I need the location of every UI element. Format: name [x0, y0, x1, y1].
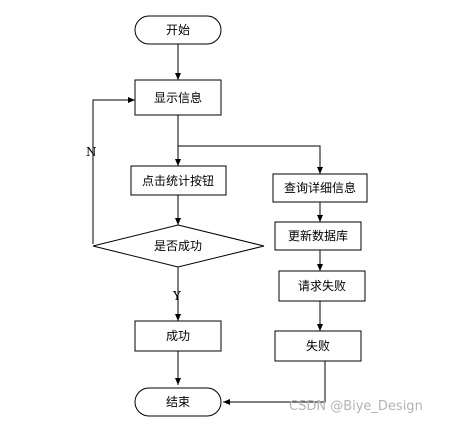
end-node: 结束 [134, 387, 222, 417]
start-node: 开始 [134, 15, 222, 45]
edges [92, 44, 326, 405]
no-branch-label: N [86, 145, 97, 159]
end-label: 结束 [166, 395, 190, 409]
success-node: 成功 [134, 320, 222, 352]
click-stats-label: 点击统计按钮 [142, 173, 214, 188]
decision-label: 是否成功 [154, 239, 202, 253]
click-stats-node: 点击统计按钮 [130, 165, 227, 196]
request-fail-node: 请求失败 [278, 270, 366, 302]
fail-node: 失败 [274, 330, 362, 362]
show-info-label: 显示信息 [154, 90, 202, 105]
request-fail-label: 请求失败 [298, 278, 346, 293]
success-label: 成功 [166, 329, 190, 343]
query-detail-label: 查询详细信息 [284, 180, 356, 195]
watermark: CSDN @Biye_Design [289, 399, 423, 414]
edge-show-to-query [178, 145, 323, 174]
edge-decision-no-loop [92, 97, 135, 244]
yes-branch-label: Y [172, 289, 182, 303]
update-db-node: 更新数据库 [274, 221, 362, 251]
start-label: 开始 [166, 23, 190, 37]
query-detail-node: 查询详细信息 [272, 173, 368, 203]
show-info-node: 显示信息 [134, 79, 222, 116]
decision-node: 是否成功 [92, 224, 265, 268]
update-db-label: 更新数据库 [288, 228, 348, 243]
edge-fail-to-end [223, 361, 326, 405]
fail-label: 失败 [306, 338, 330, 353]
